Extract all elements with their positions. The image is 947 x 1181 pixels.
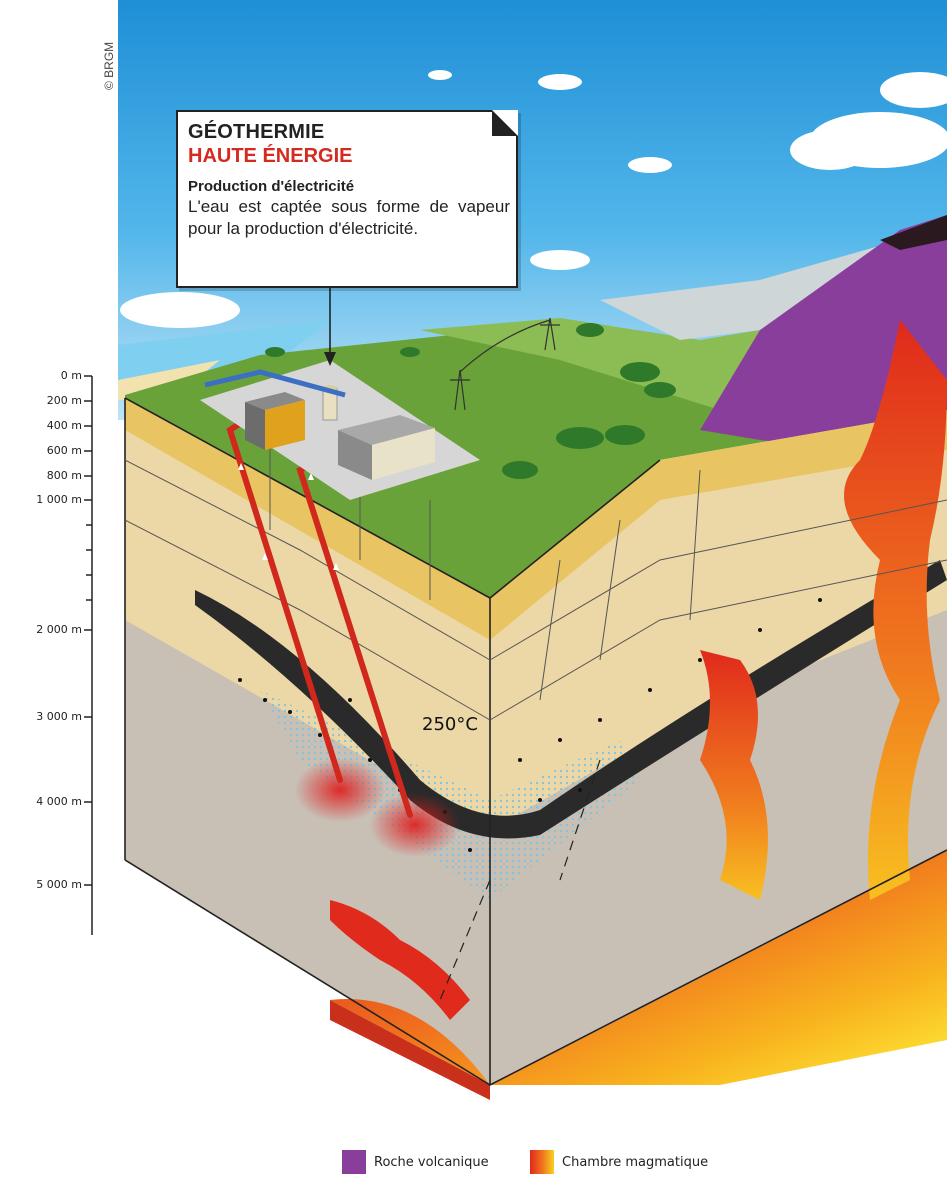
info-callout: GÉOTHERMIE HAUTE ÉNERGIE Production d'él… [176, 110, 518, 288]
magma-dyke-right [844, 320, 947, 900]
depth-label: 600 m [46, 444, 82, 457]
power-pylons [450, 317, 560, 411]
magma-chamber-left [330, 1000, 490, 1100]
temperature-label: 250°C [422, 714, 478, 735]
depth-label: 4 000 m [36, 795, 82, 808]
cooling-tower [322, 385, 338, 421]
depth-axis [84, 375, 93, 935]
legend-item-magma: Chambre magmatique [562, 1148, 708, 1176]
right-basement [490, 610, 947, 1085]
depth-label: 800 m [46, 469, 82, 482]
copyright-label: © BRGM [102, 41, 116, 90]
callout-title: GÉOTHERMIE [188, 121, 325, 143]
fault-lines [439, 759, 601, 1001]
legend-swatch-magma [530, 1150, 554, 1174]
heat-zone-1 [295, 758, 385, 822]
dark-layer [195, 560, 947, 839]
depth-label: 2 000 m [36, 623, 82, 636]
magma-dyke-left [330, 900, 470, 1020]
plant-building-2 [338, 415, 435, 480]
callout-subtitle: HAUTE ÉNERGIE [188, 145, 353, 167]
magma-chamber [330, 850, 947, 1085]
legend-label: Roche volcanique [374, 1154, 489, 1170]
depth-label: 200 m [46, 394, 82, 407]
block-edges [124, 397, 947, 1086]
depth-label: 3 000 m [36, 710, 82, 723]
heat-zone-2 [370, 793, 460, 857]
callout-body: L'eau est captée sous forme de vapeur po… [188, 197, 510, 238]
depth-label: 1 000 m [36, 493, 82, 506]
depth-label: 400 m [46, 419, 82, 432]
clouds [120, 70, 947, 328]
far-hills [420, 318, 760, 410]
strata-lines [124, 430, 947, 721]
plant-building-1 [245, 392, 305, 450]
callout-heading: Production d'électricité [188, 178, 355, 195]
left-face-topsoil [125, 398, 490, 640]
legend-label: Chambre magmatique [562, 1154, 709, 1170]
steam-pipe [204, 369, 346, 398]
magma-dyke-center [700, 650, 768, 900]
depth-label: 0 m [60, 369, 82, 382]
well-arrows [238, 463, 339, 570]
crater [880, 215, 947, 250]
callout-pointer-head [324, 352, 336, 366]
legend-item-volcanic: Roche volcanique [374, 1148, 489, 1176]
callout-folded-corner [492, 110, 518, 136]
right-face-topsoil [490, 410, 947, 640]
trees [265, 323, 676, 479]
depth-label: 5 000 m [36, 878, 82, 891]
legend-swatch-volcanic [342, 1150, 366, 1174]
